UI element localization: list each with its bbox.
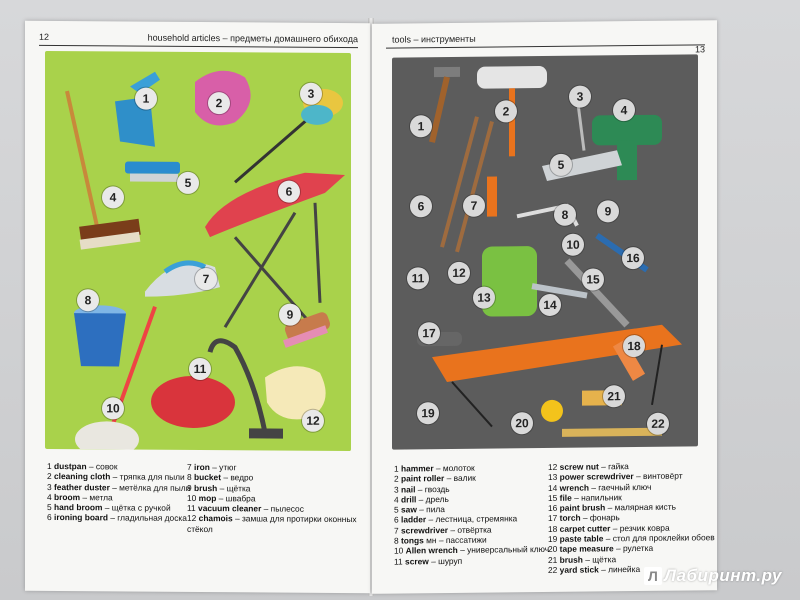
vocab-item: 10 Allen wrench – универсальный ключ xyxy=(394,544,550,556)
household-illustrations xyxy=(65,70,345,452)
vocab-column-2: 12 screw nut – гайка 13 power screwdrive… xyxy=(548,460,723,575)
label-number-16: 16 xyxy=(622,246,644,270)
label-number-12: 12 xyxy=(302,409,324,432)
ironing-board-illustration xyxy=(205,172,345,328)
label-number-4: 4 xyxy=(613,99,635,122)
label-number-20: 20 xyxy=(511,412,533,435)
power-screwdriver-illustration xyxy=(482,246,537,317)
book-spine xyxy=(368,18,374,596)
label-number-1: 1 xyxy=(410,115,432,138)
right-page-title: tools – инструменты xyxy=(392,33,476,45)
label-number-3: 3 xyxy=(300,82,322,105)
label-number-5: 5 xyxy=(550,153,572,176)
bucket-illustration xyxy=(74,305,126,367)
label-number-11: 11 xyxy=(407,267,429,290)
label-number-17: 17 xyxy=(418,322,440,345)
label-number-2: 2 xyxy=(208,92,230,115)
carpet-cutter-illustration xyxy=(612,339,646,381)
label-number-11: 11 xyxy=(189,357,211,381)
vocab-column-2: 7 iron – утюг 8 bucket – ведро 9 brush –… xyxy=(187,462,367,535)
label-number-19: 19 xyxy=(417,402,439,425)
label-number-7: 7 xyxy=(195,267,217,291)
label-number-3: 3 xyxy=(569,85,591,108)
file-illustration xyxy=(564,258,630,328)
chamois-illustration xyxy=(265,366,326,420)
feather-duster-illustration xyxy=(234,88,343,184)
tools-illustrations xyxy=(417,66,682,437)
ladder-illustration xyxy=(440,116,494,253)
paste-table-illustration xyxy=(432,324,682,428)
label-number-1: 1 xyxy=(135,87,157,110)
tools-vocabulary-list: 1 hammer – молоток 2 paint roller – вали… xyxy=(394,460,715,575)
left-page-header: 12 household articles – предметы домашне… xyxy=(39,30,358,49)
vocab-column-1: 1 dustpan – совок 2 cleaning cloth – тря… xyxy=(47,461,190,524)
label-number-12: 12 xyxy=(448,261,470,285)
label-number-5: 5 xyxy=(177,171,199,195)
dustpan-illustration xyxy=(115,71,160,147)
yard-stick-illustration xyxy=(562,427,662,437)
broom-illustration xyxy=(65,90,141,250)
wrench-illustration xyxy=(531,283,588,299)
label-number-9: 9 xyxy=(597,200,619,223)
right-page: tools – инструменты 13 1 2 3 4 5 xyxy=(372,20,717,594)
vocab-item: 6 ironing board – гладильная доска xyxy=(47,512,187,524)
screwdriver-illustration xyxy=(487,176,497,217)
label-number-7: 7 xyxy=(463,194,485,217)
label-number-6: 6 xyxy=(410,195,432,218)
label-number-18: 18 xyxy=(623,334,645,358)
household-illustration-panel: 1 2 3 4 5 6 7 8 9 10 11 12 xyxy=(45,50,351,452)
label-number-6: 6 xyxy=(278,180,300,203)
brush-illustration xyxy=(282,312,331,348)
tape-measure-illustration xyxy=(541,399,563,422)
household-vocabulary-list: 1 dustpan – совок 2 cleaning cloth – тря… xyxy=(47,461,360,534)
mop-illustration xyxy=(75,306,157,452)
label-number-14: 14 xyxy=(539,293,561,317)
right-page-number: 13 xyxy=(694,44,705,55)
label-number-8: 8 xyxy=(77,289,99,312)
drill-illustration xyxy=(592,114,662,181)
label-number-8: 8 xyxy=(554,203,576,226)
vocab-column-1: 1 hammer – молоток 2 paint roller – вали… xyxy=(394,462,550,567)
label-number-2: 2 xyxy=(495,100,517,123)
hammer-illustration xyxy=(429,66,460,143)
right-page-header: tools – инструменты 13 xyxy=(386,30,705,54)
left-page: 12 household articles – предметы домашне… xyxy=(25,20,370,594)
label-number-9: 9 xyxy=(279,303,301,326)
label-number-10: 10 xyxy=(102,397,124,420)
hand-broom-illustration xyxy=(125,161,180,182)
label-number-4: 4 xyxy=(102,186,124,209)
vocab-item: 11 screw – шуруп xyxy=(394,555,463,567)
label-number-13: 13 xyxy=(473,286,495,309)
vacuum-cleaner-illustration xyxy=(151,338,283,439)
paint-roller-illustration xyxy=(477,66,547,157)
label-number-22: 22 xyxy=(647,412,669,435)
label-number-21: 21 xyxy=(603,385,625,408)
left-page-number: 12 xyxy=(39,31,50,42)
left-page-title: household articles – предметы домашнего … xyxy=(147,32,358,45)
tools-illustration-panel: 1 2 3 4 5 6 7 8 9 10 11 12 13 14 15 16 1… xyxy=(392,54,698,450)
label-number-15: 15 xyxy=(582,268,604,291)
vocab-item: 12 chamois – замша для протирки оконных … xyxy=(187,513,357,534)
label-number-10: 10 xyxy=(562,233,584,256)
